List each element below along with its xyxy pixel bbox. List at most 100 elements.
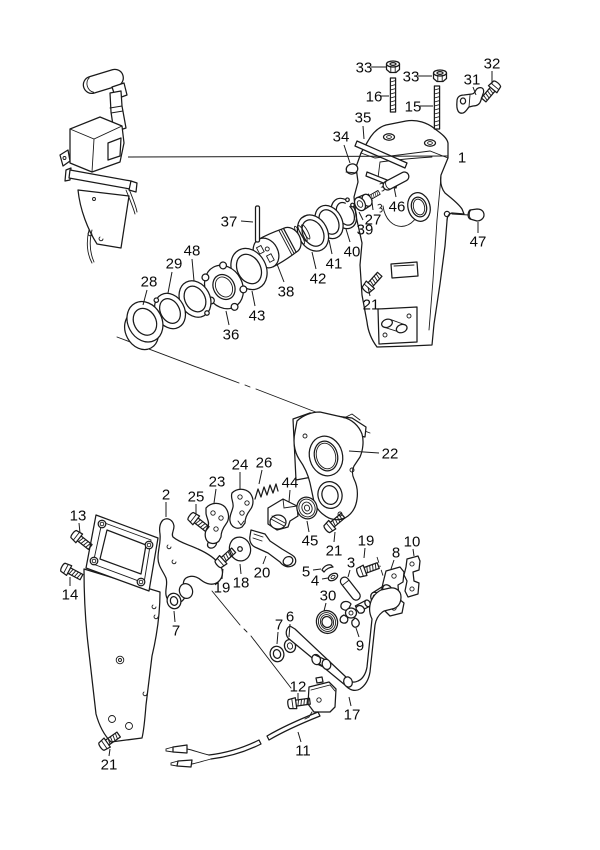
- part-number-label-5: 5: [302, 563, 310, 580]
- leader-line-23: [213, 488, 217, 504]
- part-number-label-42: 42: [310, 270, 327, 287]
- part-number-label-10: 10: [404, 533, 421, 550]
- leader-line-34: [343, 144, 351, 164]
- leader-line-39: [358, 211, 364, 221]
- leader-line-20: [262, 555, 267, 565]
- part-28-bezel: [123, 300, 164, 351]
- leader-line-13: [78, 522, 81, 534]
- part-19-screw-right: [354, 559, 381, 579]
- part-number-label-3: 3: [347, 554, 355, 571]
- part-number-label-48: 48: [184, 242, 201, 259]
- part-number-label-9: 9: [356, 637, 364, 654]
- part-44-cam: [267, 498, 299, 531]
- part-22-retainer: [293, 411, 364, 521]
- part-number-label-37: 37: [221, 213, 238, 230]
- leader-line-18: [239, 563, 242, 575]
- leader-line-11: [297, 731, 302, 743]
- leader-line-1: [127, 155, 449, 158]
- part-34-cap: [345, 163, 359, 175]
- leader-line-42: [311, 251, 317, 270]
- leader-line-40: [345, 228, 351, 243]
- leader-line-38: [276, 263, 285, 283]
- leader-line-17: [348, 696, 352, 707]
- part-number-label-34: 34: [333, 128, 350, 145]
- part-20-arm: [249, 529, 297, 568]
- part-9-rotor-shaft: [339, 599, 371, 628]
- part-number-label-31: 31: [464, 71, 481, 88]
- part-37-pin: [254, 205, 261, 243]
- part-number-label-45: 45: [302, 532, 319, 549]
- part-number-label-2: 2: [162, 486, 170, 503]
- part-4-washer: [327, 572, 339, 582]
- part-number-label-16: 16: [366, 88, 383, 105]
- part-36-cam-plate: [201, 261, 248, 311]
- leader-line-31: [472, 86, 477, 96]
- part-33-nut-right: [432, 69, 448, 83]
- leader-line-10: [412, 548, 415, 557]
- part-number-label-13: 13: [70, 507, 87, 524]
- lower-cover-plate: [83, 568, 161, 743]
- part-number-label-36: 36: [223, 326, 240, 343]
- part-number-label-38: 38: [278, 283, 295, 300]
- part-number-label-22: 22: [382, 445, 399, 462]
- part-16-stud: [389, 77, 397, 113]
- part-number-label-47: 47: [470, 233, 487, 250]
- part-number-label-19: 19: [358, 532, 375, 549]
- part-13-screw: [68, 528, 95, 552]
- leader-line-48: [191, 258, 195, 282]
- leader-line-19: [221, 568, 224, 580]
- leader-line-29: [167, 271, 173, 294]
- part-33-nut-left: [385, 60, 401, 74]
- part-14-screw: [58, 561, 85, 583]
- part-number-label-12: 12: [290, 678, 307, 695]
- leader-line-8: [390, 559, 395, 570]
- leader-line-41: [328, 239, 333, 255]
- leader-line-22: [348, 450, 380, 454]
- part-number-label-44: 44: [282, 474, 299, 491]
- part-number-label-27: 27: [365, 211, 382, 228]
- part-number-label-35: 35: [355, 109, 372, 126]
- leader-line-5: [312, 568, 322, 571]
- part-number-label-39: 39: [357, 221, 374, 238]
- part-10-plate: [403, 555, 421, 598]
- part-number-label-20: 20: [254, 564, 271, 581]
- part-26-spring: [254, 483, 279, 500]
- part-number-label-18: 18: [233, 574, 250, 591]
- part-number-label-29: 29: [166, 255, 183, 272]
- part-46-pin: [382, 171, 410, 191]
- part-45-knob: [296, 496, 318, 520]
- part-number-label-26: 26: [256, 454, 273, 471]
- part-number-label-33: 33: [356, 59, 373, 76]
- part-number-label-11: 11: [295, 742, 311, 759]
- part-23-cam-plate: [204, 502, 230, 549]
- leader-line-27: [371, 201, 374, 211]
- part-48-ring: [178, 280, 212, 318]
- part-number-label-21: 21: [363, 296, 380, 313]
- leader-line-45: [306, 520, 310, 533]
- leader-line-6: [288, 623, 291, 638]
- part-number-label-30: 30: [320, 587, 337, 604]
- part-number-label-33: 33: [403, 68, 420, 85]
- part-3-pin: [339, 576, 361, 601]
- part-17-bracket-arm: [285, 587, 402, 691]
- leader-line-43: [251, 290, 256, 307]
- part-5-clip: [321, 564, 334, 573]
- part-number-label-25: 25: [188, 488, 205, 505]
- part-7-grommet-mid: [269, 645, 285, 663]
- part-number-label-15: 15: [405, 98, 422, 115]
- leader-line-21: [367, 286, 371, 297]
- leader-line-7: [173, 610, 176, 623]
- part-number-label-21: 21: [101, 756, 118, 773]
- part-number-label-43: 43: [249, 307, 266, 324]
- part-number-label-32: 32: [484, 55, 501, 72]
- leader-line-35: [362, 125, 365, 140]
- leader-line-19: [363, 547, 366, 559]
- part-35-rod: [354, 140, 408, 169]
- part-7-grommet-left: [166, 592, 182, 610]
- leader-line-9: [355, 627, 360, 638]
- leader-line-3: [347, 569, 351, 578]
- part-number-label-24: 24: [232, 456, 249, 473]
